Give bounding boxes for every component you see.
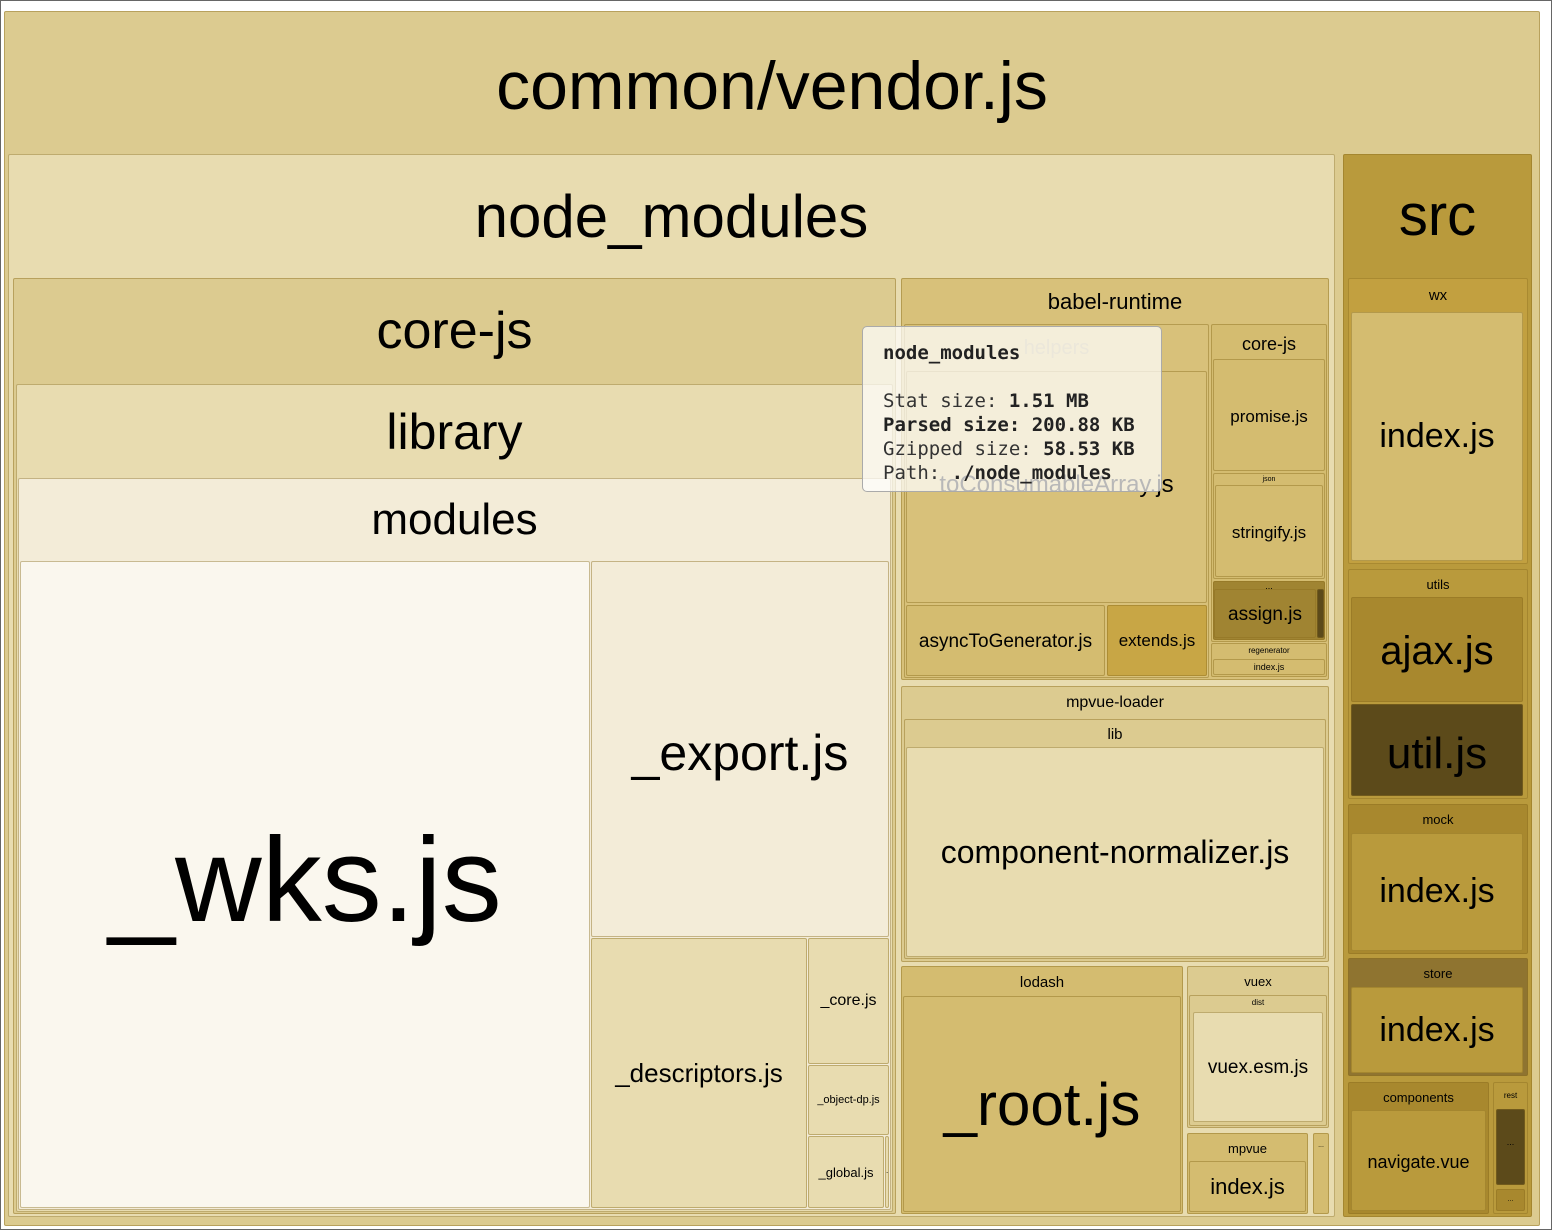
tile-label: index.js [1379, 417, 1495, 455]
tile-async-to-generator-js[interactable]: asyncToGenerator.js [906, 605, 1105, 676]
tooltip-parsed-value: 200.88 KB [1031, 414, 1135, 436]
tile-label: ... [1318, 1142, 1324, 1149]
tile-label: navigate.vue [1367, 1152, 1470, 1172]
tile-component-normalizer-js[interactable]: component-normalizer.js [906, 747, 1324, 957]
tile-label: assign.js [1228, 604, 1302, 625]
tile-wx-index-js[interactable]: index.js [1351, 312, 1523, 561]
tile-label: ... [1507, 1196, 1514, 1203]
tile-label: wx [1428, 287, 1448, 304]
tile-label: core-js [376, 302, 533, 360]
tile-assign-js[interactable]: assign.js [1214, 589, 1316, 638]
tile-label: vuex.esm.js [1207, 1057, 1309, 1078]
tile-label: ... [1506, 1137, 1515, 1147]
tile-label: core-js [1241, 334, 1296, 354]
tooltip-title: node_modules [883, 342, 1021, 364]
tile-label: modules [371, 495, 538, 544]
tile-label: component-normalizer.js [940, 834, 1290, 870]
tooltip-stat-value: 1.51 MB [1008, 390, 1089, 412]
tile-label: _global.js [818, 1165, 874, 1180]
tile-label: mpvue [1227, 1141, 1268, 1156]
tile-promise-js[interactable]: promise.js [1213, 359, 1325, 471]
tile-object-dp-js[interactable]: _object-dp.js [808, 1065, 889, 1135]
tile-label: asyncToGenerator.js [918, 631, 1093, 652]
tile-label: index.js [1210, 1174, 1285, 1199]
tile-src-rest-more[interactable]: ... [1496, 1189, 1525, 1211]
tooltip-parsed-row: Parsed size: 200.88 KB [883, 413, 1141, 437]
tile-regenerator-index-js[interactable]: index.js [1213, 659, 1325, 675]
tile-label: ajax.js [1380, 629, 1494, 673]
tile-node-modules-rest[interactable]: ... [1313, 1133, 1329, 1214]
tooltip-path-row: Path: ./node_modules [883, 461, 1141, 485]
tile-label: _core.js [820, 992, 877, 1009]
tile-label: promise.js [1230, 407, 1308, 426]
tooltip-stat-row: Stat size: 1.51 MB [883, 389, 1141, 413]
tile-label: vuex [1244, 974, 1272, 989]
node-modules-tooltip: node_modules Stat size: 1.51 MB Parsed s… [862, 326, 1162, 492]
tile-vuex-esm-js[interactable]: vuex.esm.js [1193, 1012, 1323, 1122]
tile-label: _root.js [943, 1071, 1141, 1138]
tile-label: store [1423, 966, 1453, 981]
tile-label: mock [1422, 812, 1454, 827]
tile-assign-sibling [1317, 589, 1324, 638]
tile-global-js[interactable]: _global.js [808, 1136, 884, 1208]
tile-label: regenerator [1248, 646, 1290, 655]
tile-store-index-js[interactable]: index.js [1351, 987, 1523, 1073]
tile-label: mpvue-loader [1066, 694, 1164, 711]
tile-label: ... [1265, 581, 1273, 591]
tile-util-js[interactable]: util.js [1351, 704, 1523, 796]
tile-label: utils [1426, 577, 1450, 592]
tooltip-path-value: ./node_modules [951, 462, 1112, 484]
tile-label: dist [1251, 998, 1265, 1007]
tooltip-stat-label: Stat size: [883, 390, 998, 412]
tile-label: lib [1107, 726, 1123, 743]
tile-label: _object-dp.js [817, 1094, 880, 1106]
tile-wks-js[interactable]: _wks.js [20, 561, 590, 1208]
tooltip-parsed-label: Parsed size: [883, 414, 1021, 436]
tile-label: json [1262, 476, 1276, 483]
tooltip-gzip-row: Gzipped size: 58.53 KB [883, 437, 1141, 461]
tile-label: components [1383, 1090, 1454, 1105]
tile-small-rest[interactable]: ... [885, 1136, 889, 1208]
tile-core-js-file[interactable]: _core.js [808, 938, 889, 1064]
tile-label: node_modules [474, 183, 869, 250]
tooltip-gzip-label: Gzipped size: [883, 438, 1032, 460]
tile-label: index.js [1379, 1011, 1495, 1049]
tile-label: ... [886, 1166, 889, 1175]
tile-stringify-js[interactable]: stringify.js [1215, 485, 1323, 577]
tile-root-js[interactable]: _root.js [903, 996, 1181, 1212]
tile-label: index.js [1379, 872, 1495, 910]
tile-ajax-js[interactable]: ajax.js [1351, 597, 1523, 702]
tile-navigate-vue[interactable]: navigate.vue [1351, 1110, 1486, 1211]
tile-label: src [1398, 183, 1477, 248]
tile-label: common/vendor.js [496, 48, 1048, 124]
tile-label: _descriptors.js [615, 1058, 783, 1088]
tile-label: lodash [1019, 974, 1065, 991]
tile-mock-index-js[interactable]: index.js [1351, 833, 1523, 951]
tile-label: babel-runtime [1047, 289, 1183, 314]
tile-label: util.js [1386, 729, 1488, 778]
tile-label: library [386, 404, 523, 460]
tile-label: rest [1503, 1091, 1518, 1100]
tile-mpvue-index-js[interactable]: index.js [1189, 1161, 1306, 1212]
tile-label: index.js [1253, 662, 1285, 672]
tile-label: _export.js [631, 725, 849, 781]
tile-label: _wks.js [108, 813, 502, 947]
tile-extends-js[interactable]: extends.js [1107, 605, 1207, 676]
tooltip-gzip-value: 58.53 KB [1043, 438, 1135, 460]
tile-label: stringify.js [1231, 523, 1307, 542]
tile-label: extends.js [1118, 631, 1196, 650]
tile-src-rest-inner[interactable]: ... [1496, 1109, 1525, 1185]
tooltip-path-label: Path: [883, 462, 941, 484]
tile-export-js[interactable]: _export.js [591, 561, 889, 937]
tile-descriptors-js[interactable]: _descriptors.js [591, 938, 807, 1208]
